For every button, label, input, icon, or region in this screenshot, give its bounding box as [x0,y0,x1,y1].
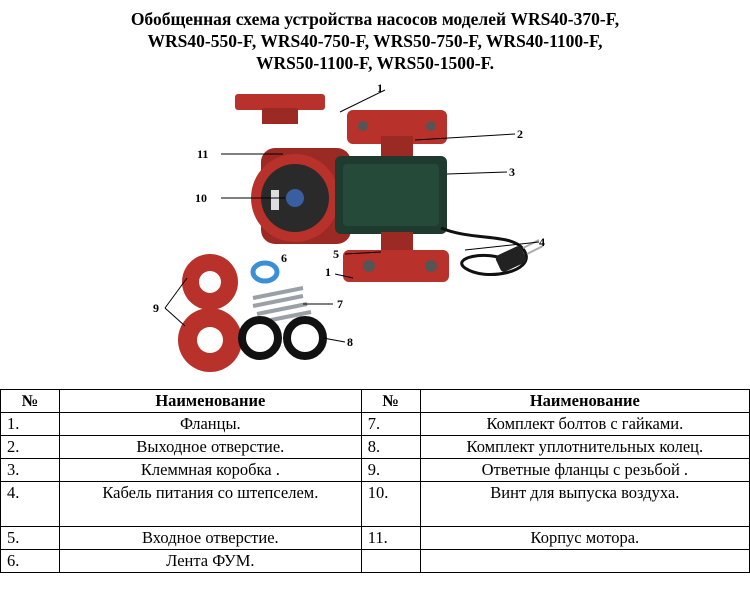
row-name: Винт для выпуска воздуха. [419,481,750,527]
callout-9: 9 [153,301,159,315]
table-row: 4. Кабель питания со штепселем. 10. Винт… [0,481,750,527]
row-name: Входное отверстие. [59,526,362,550]
parts-table: № Наименование № Наименование 1. Фланцы.… [0,389,750,573]
outlet-flange [347,110,447,156]
callout-11: 11 [197,147,208,161]
row-number: 11. [360,526,421,550]
callout-7: 7 [337,297,343,311]
callout-lines [164,89,540,343]
callout-6: 6 [281,251,287,265]
header-name-left: Наименование [59,389,362,413]
title-line-3: WRS50-1100-F, WRS50-1500-F. [255,53,495,73]
table-row: 2. Выходное отверстие. 8. Комплект уплот… [0,435,750,459]
header-num-right: № [360,389,421,413]
callout-1-top: 1 [377,82,383,95]
row-number: 8. [360,435,421,459]
row-number: 3. [0,458,60,482]
callout-4: 4 [539,235,545,249]
inlet-flange [343,232,449,282]
row-name: Клеммная коробка . [59,458,362,482]
title-line-2: WRS40-550-F, WRS40-750-F, WRS50-750-F, W… [147,31,603,51]
row-name: Комплект болтов с гайками. [419,412,750,436]
table-header-row: № Наименование № Наименование [0,389,750,413]
table-row: 1. Фланцы. 7. Комплект болтов с гайками. [0,412,750,436]
pump-illustration: 1 2 3 4 5 1 7 8 9 10 11 6 [153,82,545,372]
row-name: Фланцы. [59,412,362,436]
row-name: Корпус мотора. [419,526,750,550]
callout-2: 2 [517,127,523,141]
row-number: 4. [0,481,60,527]
row-number: 5. [0,526,60,550]
row-number [360,549,421,573]
row-number: 1. [0,412,60,436]
counter-flanges [178,254,242,372]
document-title: Обобщенная схема устройства насосов моде… [40,8,710,74]
terminal-box [335,156,447,234]
callout-numbers: 1 2 3 4 5 1 7 8 9 10 11 6 [153,82,545,349]
row-name: Ответные фланцы с резьбой . [419,458,750,482]
row-name: Комплект уплотнительных колец. [419,435,750,459]
row-number: 10. [360,481,421,527]
row-number: 6. [0,549,60,573]
row-number: 7. [360,412,421,436]
row-name: Лента ФУМ. [59,549,362,573]
callout-5: 5 [333,247,339,261]
callout-10: 10 [195,191,207,205]
callout-8: 8 [347,335,353,349]
power-cable [440,226,544,276]
row-number: 2. [0,435,60,459]
row-number: 9. [360,458,421,482]
gasket-set [238,316,327,360]
callout-3: 3 [509,165,515,179]
header-name-right: Наименование [419,389,750,413]
motor-body [251,148,351,244]
table-row: 5. Входное отверстие. 11. Корпус мотора. [0,526,750,550]
row-name: Кабель питания со штепселем. [59,481,362,527]
row-name [419,549,750,573]
pump-diagram: 1 2 3 4 5 1 7 8 9 10 11 6 [135,82,605,382]
row-name: Выходное отверстие. [59,435,362,459]
table-row: 3. Клеммная коробка . 9. Ответные фланцы… [0,458,750,482]
title-line-1: Обобщенная схема устройства насосов моде… [130,9,620,29]
table-row: 6. Лента ФУМ. [0,549,750,573]
fum-tape [250,260,280,284]
top-flange [235,94,325,124]
header-num-left: № [0,389,60,413]
callout-1-bottom: 1 [325,265,331,279]
